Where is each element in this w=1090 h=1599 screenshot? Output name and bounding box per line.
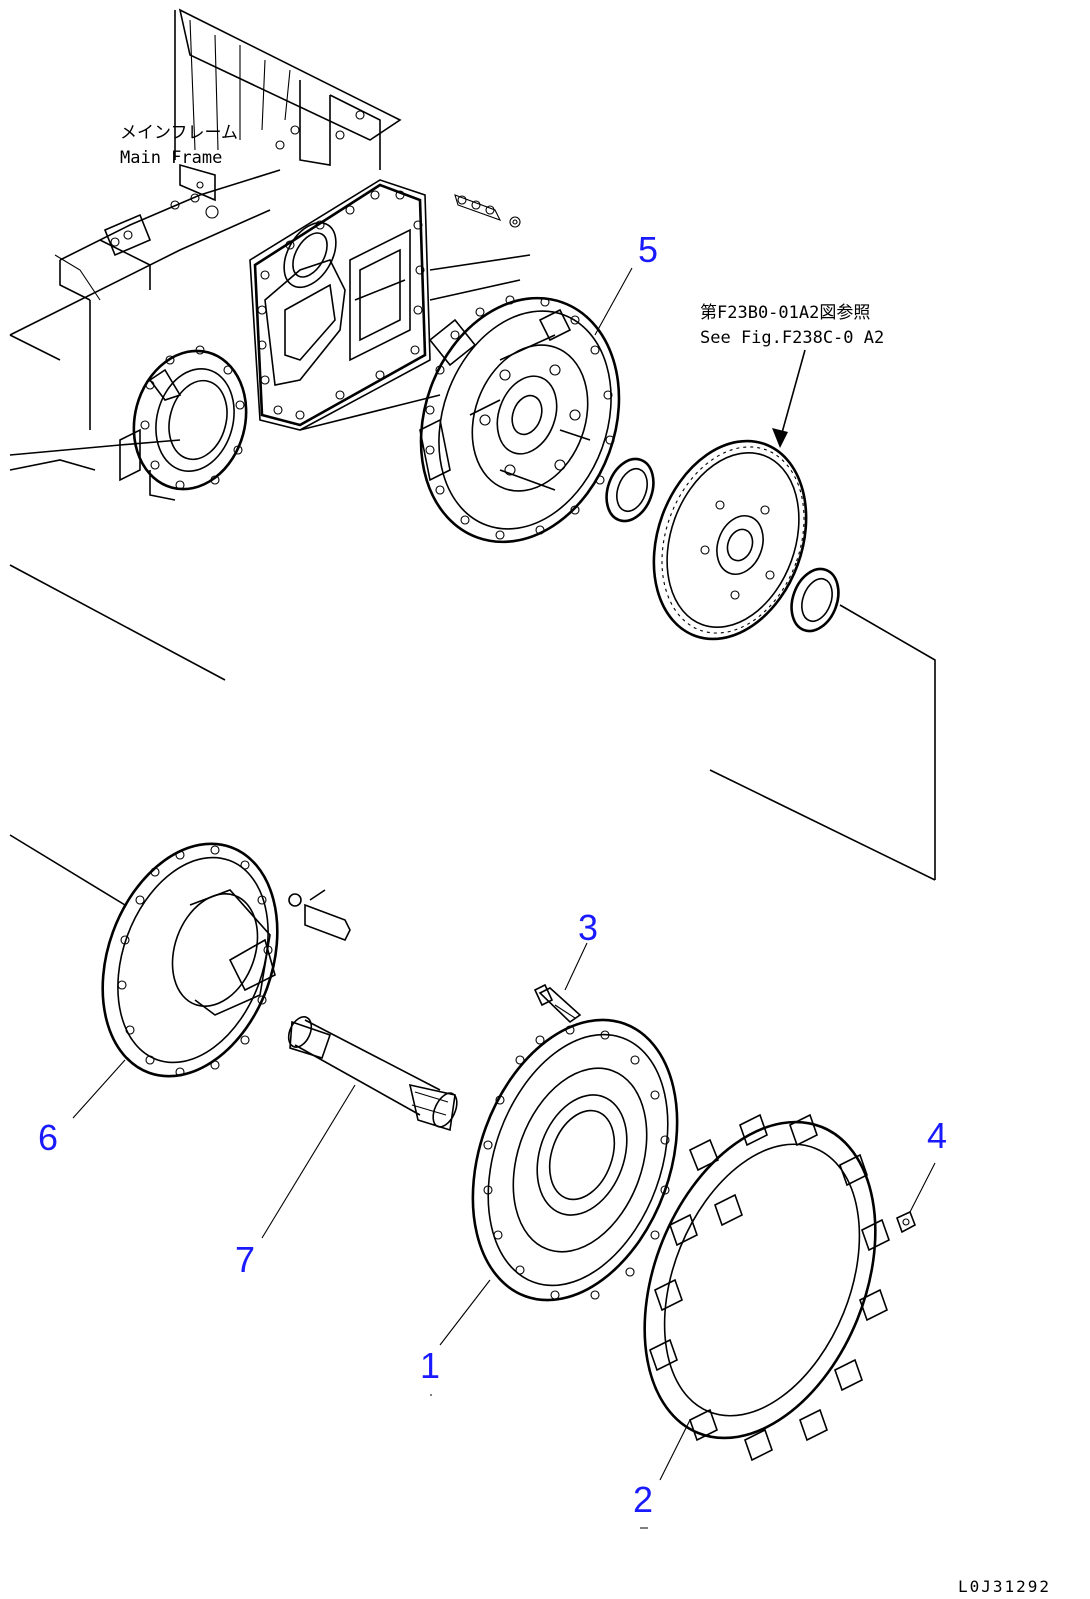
referenced-hub-drawing xyxy=(652,439,808,641)
callout-3: 3 xyxy=(578,907,598,948)
part-1-hub xyxy=(471,1018,679,1302)
part-4-nut xyxy=(896,1210,916,1234)
main-frame-label-jp: メインフレーム xyxy=(120,123,238,143)
reference-arrow xyxy=(772,349,806,448)
callout-6: 6 xyxy=(38,1117,58,1158)
bearing-ring-lower xyxy=(790,567,840,633)
callout-7: 7 xyxy=(235,1239,255,1280)
assembly-boundary-upper xyxy=(9,564,936,881)
callout-2: 2 xyxy=(633,1479,653,1520)
callout-5: 5 xyxy=(638,229,658,270)
part-3-bolt xyxy=(533,983,582,1024)
main-frame-drawing xyxy=(9,8,531,501)
part-5-housing xyxy=(419,295,621,544)
figure-id: L0J31292 xyxy=(958,1577,1051,1596)
part-7-shaft xyxy=(287,1016,458,1132)
bearing-ring-upper xyxy=(605,457,655,523)
leader-lines xyxy=(72,267,936,1481)
callout-1: 1 xyxy=(420,1345,440,1386)
main-frame-label-en: Main Frame xyxy=(120,148,222,168)
reference-note-en: See Fig.F238C-0 A2 xyxy=(700,328,884,348)
part-6-cover xyxy=(9,834,351,1078)
part-2-segment-ring xyxy=(643,1113,890,1462)
callout-4: 4 xyxy=(927,1115,947,1156)
reference-note-jp: 第F23B0-01A2図参照 xyxy=(700,303,870,323)
